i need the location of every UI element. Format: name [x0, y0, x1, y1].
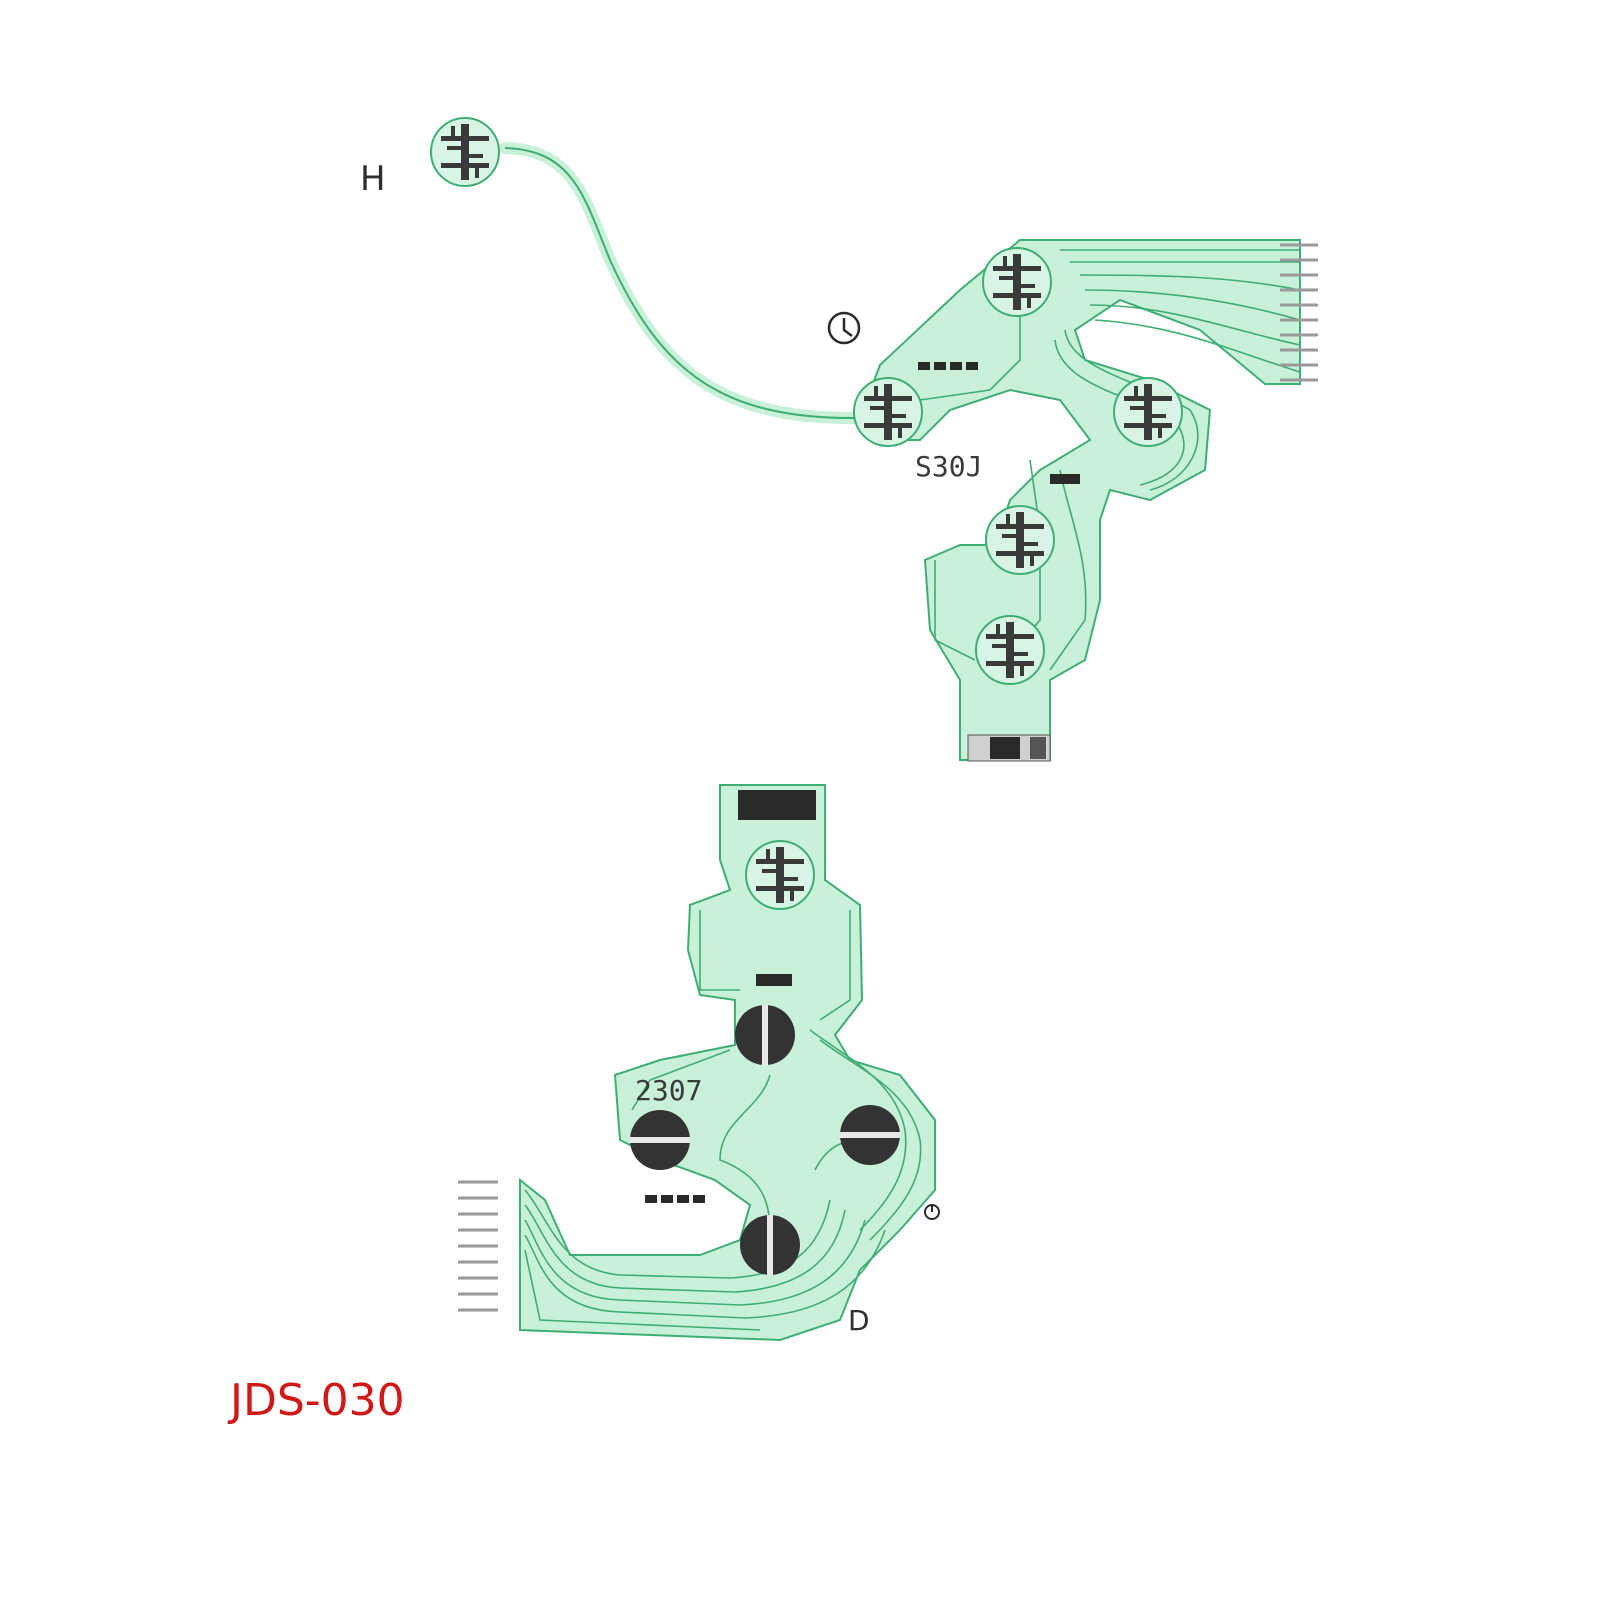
bottom-resistor [756, 974, 792, 986]
top-contact-pad [982, 247, 1052, 317]
bottom-side-label: D [848, 1304, 870, 1337]
top-trace-arm [499, 142, 866, 425]
bottom-test-marks [645, 1195, 705, 1203]
bottom-flex-body [519, 784, 936, 1342]
bottom-traces [524, 910, 922, 1331]
top-contact-pad [975, 615, 1045, 685]
dpad-contact-up [735, 1005, 795, 1065]
top-circuit-code: S30J [915, 450, 982, 483]
dpad-contact-left [630, 1110, 690, 1170]
top-flex-circuit: H S30J [360, 117, 1318, 762]
bottom-flex-circuit: 2307 D [458, 784, 940, 1342]
top-flex-body [858, 239, 1301, 761]
top-side-label: H [360, 159, 386, 199]
top-resistor [1050, 474, 1080, 484]
small-circle-mark-icon [924, 1204, 940, 1220]
dpad-contact-right [840, 1105, 900, 1165]
top-contact-pad-h [430, 117, 500, 187]
bottom-circuit-code: 2307 [635, 1074, 702, 1107]
top-tail-connector [967, 734, 1051, 762]
dpad-contact-down [740, 1215, 800, 1275]
clock-mark-icon [827, 311, 861, 345]
model-name: JDS-030 [227, 1375, 405, 1426]
bottom-connector-fingers [458, 1180, 498, 1312]
top-contact-pad [985, 505, 1055, 575]
bottom-contact-pad [745, 840, 815, 910]
top-connector-fingers [1280, 243, 1318, 382]
top-contact-pad [1113, 377, 1183, 447]
top-test-marks [918, 362, 978, 370]
top-contact-pad [853, 377, 923, 447]
bottom-tail-connector [738, 790, 816, 820]
